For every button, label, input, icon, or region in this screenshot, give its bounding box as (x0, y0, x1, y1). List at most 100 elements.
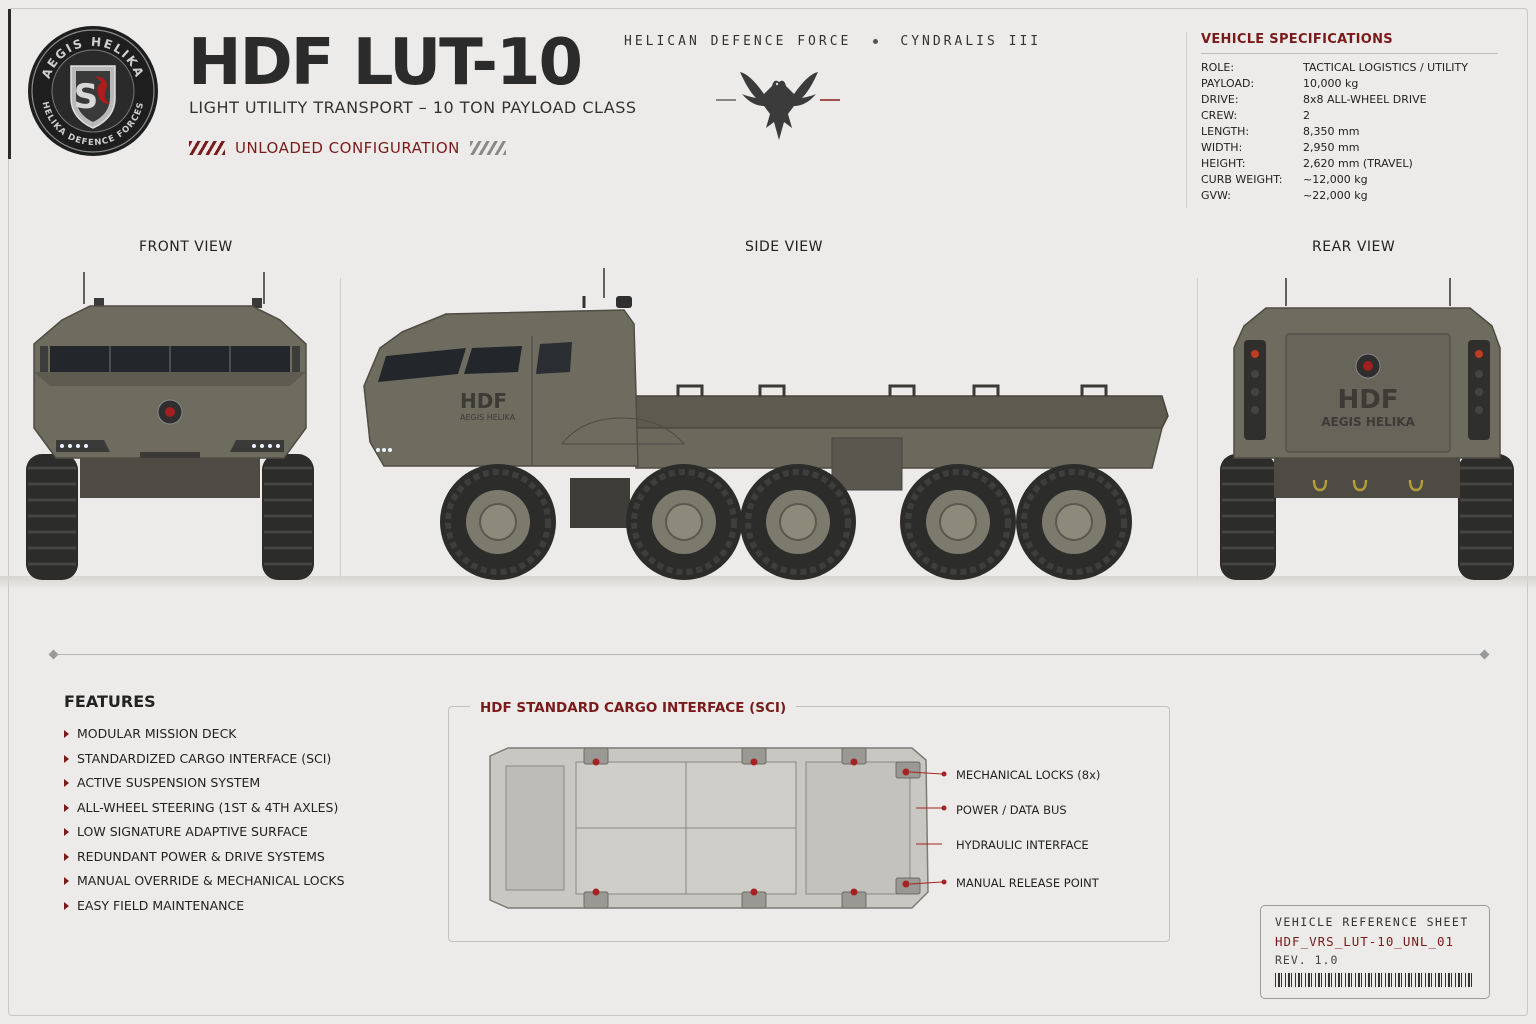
feature-text: MANUAL OVERRIDE & MECHANICAL LOCKS (77, 873, 345, 889)
spec-row: WIDTH: 2,950 mm (1201, 140, 1498, 156)
bullet-arrow-icon (64, 779, 69, 788)
specifications-table: VEHICLE SPECIFICATIONS ROLE: TACTICAL LOG… (1186, 32, 1498, 208)
feature-text: REDUNDANT POWER & DRIVE SYSTEMS (77, 848, 325, 864)
ground-shadow (0, 576, 1536, 590)
section-divider (52, 654, 1486, 655)
side-marking: HDF (460, 389, 507, 413)
spec-row: GVW: ~22,000 kg (1201, 188, 1498, 204)
bullet-arrow-icon (64, 901, 69, 910)
spec-key: HEIGHT: (1201, 157, 1246, 170)
callout-manual-release: MANUAL RELEASE POINT (956, 876, 1099, 890)
spec-value: 10,000 kg (1303, 77, 1359, 90)
front-tire-left (26, 454, 78, 580)
front-tire-right (262, 454, 314, 580)
spec-key: ROLE: (1201, 61, 1235, 74)
feature-text: ALL-WHEEL STEERING (1ST & 4TH AXLES) (77, 799, 339, 815)
barcode-icon (1275, 973, 1475, 987)
bullet-arrow-icon (64, 877, 69, 886)
specifications-title: VEHICLE SPECIFICATIONS (1201, 32, 1498, 54)
callout-power-data-bus: POWER / DATA BUS (956, 803, 1067, 817)
spec-row: DRIVE: 8x8 ALL-WHEEL DRIVE (1201, 92, 1498, 108)
spec-key: PAYLOAD: (1201, 77, 1255, 90)
front-view-illustration (26, 272, 314, 580)
cargo-deck (635, 395, 1169, 429)
org-name: HELICAN DEFENCE FORCE (624, 34, 852, 49)
aegis-helika-emblem: AEGIS HELIKA HELIKA DEFENCE FORCES S (28, 26, 158, 156)
feature-text: LOW SIGNATURE ADAPTIVE SURFACE (77, 824, 308, 840)
spec-key: CURB WEIGHT: (1201, 173, 1283, 186)
callout-mechanical-locks: MECHANICAL LOCKS (8x) (956, 768, 1101, 782)
sci-panel (448, 706, 1170, 942)
spec-value: 2,620 mm (TRAVEL) (1303, 157, 1413, 170)
spec-row: HEIGHT: 2,620 mm (TRAVEL) (1201, 156, 1498, 172)
spec-row: LENGTH: 8,350 mm (1201, 124, 1498, 140)
features-list: MODULAR MISSION DECK STANDARDIZED CARGO I… (64, 722, 345, 918)
rear-view-label: REAR VIEW (1312, 239, 1396, 255)
view-divider (340, 278, 341, 580)
spec-key: CREW: (1201, 109, 1238, 122)
lock-point-markers (592, 758, 910, 896)
dragon-icon (96, 76, 110, 104)
spec-row: CURB WEIGHT:~12,000 kg (1201, 172, 1498, 188)
bullet-arrow-icon (64, 852, 69, 861)
spec-value: ~22,000 kg (1303, 189, 1368, 202)
front-view-label: FRONT VIEW (139, 239, 233, 255)
rear-marking: HDF (1337, 385, 1398, 415)
side-view-illustration: HDF AEGIS HELIKA (363, 268, 1169, 580)
spec-value: 8x8 ALL-WHEEL DRIVE (1303, 93, 1427, 106)
configuration-row: UNLOADED CONFIGURATION (189, 137, 506, 159)
page-subtitle: LIGHT UTILITY TRANSPORT – 10 TON PAYLOAD… (189, 98, 637, 117)
spec-row: PAYLOAD: 10,000 kg (1201, 76, 1498, 92)
callout-hydraulic-interface: HYDRAULIC INTERFACE (956, 838, 1089, 852)
side-wheels (440, 464, 1132, 580)
reference-sheet-box: VEHICLE REFERENCE SHEET HDF_VRS_LUT-10_U… (1260, 905, 1490, 999)
configuration-label: UNLOADED CONFIGURATION (235, 139, 460, 157)
hatch-decoration (469, 141, 506, 155)
spec-key: LENGTH: (1201, 125, 1250, 138)
spec-key: WIDTH: (1201, 141, 1243, 154)
feature-text: STANDARDIZED CARGO INTERFACE (SCI) (77, 750, 332, 766)
feature-item: ACTIVE SUSPENSION SYSTEM (64, 771, 345, 796)
feature-item: REDUNDANT POWER & DRIVE SYSTEMS (64, 845, 345, 870)
spec-value: TACTICAL LOGISTICS / UTILITY (1303, 61, 1468, 74)
spec-row: ROLE: TACTICAL LOGISTICS / UTILITY (1201, 60, 1498, 76)
side-view-label: SIDE VIEW (745, 239, 823, 255)
bullet-arrow-icon (64, 828, 69, 837)
view-divider (1197, 278, 1198, 580)
side-submarking: AEGIS HELIKA (460, 413, 516, 422)
feature-text: ACTIVE SUSPENSION SYSTEM (77, 775, 261, 791)
separator-dot (873, 39, 879, 44)
sci-title: HDF STANDARD CARGO INTERFACE (SCI) (470, 700, 797, 716)
planet-name: CYNDRALIS III (900, 34, 1042, 49)
bullet-arrow-icon (64, 730, 69, 739)
feature-item: MODULAR MISSION DECK (64, 722, 345, 747)
feature-item: LOW SIGNATURE ADAPTIVE SURFACE (64, 820, 345, 845)
spec-value: 8,350 mm (1303, 125, 1360, 138)
rear-view-illustration: HDF AEGIS HELIKA (1220, 278, 1514, 580)
feature-item: ALL-WHEEL STEERING (1ST & 4TH AXLES) (64, 796, 345, 821)
sheet-frame (8, 8, 1528, 1016)
reference-code: HDF_VRS_LUT-10_UNL_01 (1275, 934, 1455, 949)
page-title: HDF LUT-10 (188, 26, 583, 100)
reference-revision: REV. 1.0 (1275, 953, 1339, 967)
cab (363, 309, 639, 467)
organization-row: HELICAN DEFENCE FORCE CYNDRALIS III (624, 34, 1044, 49)
rear-tire-left (1220, 454, 1276, 580)
eagle-icon (716, 72, 840, 140)
sci-top-view-diagram (489, 747, 947, 909)
feature-item: MANUAL OVERRIDE & MECHANICAL LOCKS (64, 869, 345, 894)
feature-text: MODULAR MISSION DECK (77, 726, 237, 742)
spec-key: DRIVE: (1201, 93, 1239, 106)
hatch-decoration (189, 141, 225, 155)
emblem-letter: S (74, 77, 99, 117)
reference-title: VEHICLE REFERENCE SHEET (1275, 915, 1469, 929)
bullet-arrow-icon (64, 803, 69, 812)
spec-value: 2,950 mm (1303, 141, 1360, 154)
spec-value: 2 (1303, 109, 1310, 122)
rear-submarking: AEGIS HELIKA (1321, 415, 1415, 429)
feature-item: STANDARDIZED CARGO INTERFACE (SCI) (64, 747, 345, 772)
bullet-arrow-icon (64, 754, 69, 763)
spec-row: CREW: 2 (1201, 108, 1498, 124)
spec-key: GVW: (1201, 189, 1231, 202)
feature-item: EASY FIELD MAINTENANCE (64, 894, 345, 919)
